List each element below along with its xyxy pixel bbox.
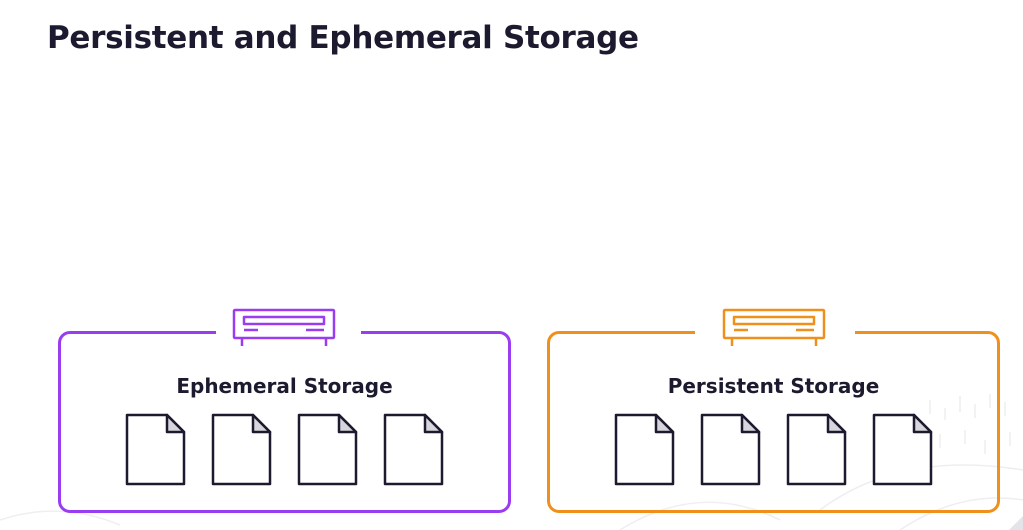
persistent-storage-panel: Persistent Storage xyxy=(547,308,1000,513)
document-icon xyxy=(872,413,933,486)
document-icon xyxy=(614,413,675,486)
storage-drive-icon xyxy=(722,308,826,346)
panel-border-gap xyxy=(216,330,361,336)
ephemeral-file-list xyxy=(125,413,444,486)
document-icon xyxy=(211,413,272,486)
ephemeral-storage-panel: Ephemeral Storage xyxy=(58,308,511,513)
document-icon xyxy=(383,413,444,486)
document-icon xyxy=(125,413,186,486)
panel-border-gap xyxy=(695,330,855,336)
document-icon xyxy=(297,413,358,486)
page-title: Persistent and Ephemeral Storage xyxy=(47,20,639,56)
persistent-storage-label: Persistent Storage xyxy=(667,374,880,398)
document-icon xyxy=(786,413,847,486)
storage-drive-icon xyxy=(232,308,336,346)
corner-fold-icon xyxy=(1009,516,1023,530)
ephemeral-storage-label: Ephemeral Storage xyxy=(176,374,393,398)
persistent-file-list xyxy=(614,413,933,486)
document-icon xyxy=(700,413,761,486)
